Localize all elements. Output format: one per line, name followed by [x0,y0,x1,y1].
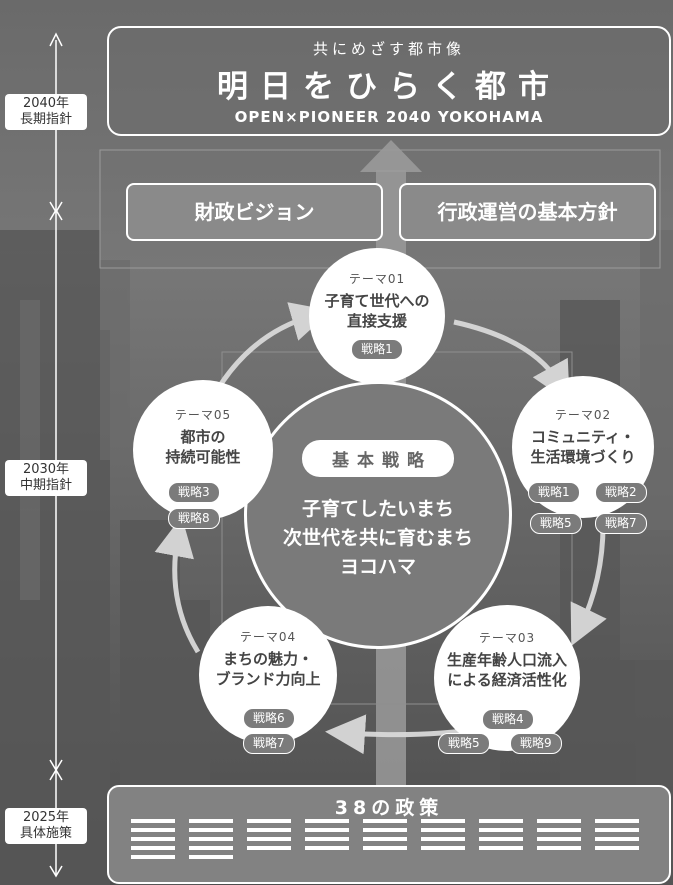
theme-05-strategy-3: 戦略3 [168,482,220,503]
timeline-label-2030: 2030年 中期指針 [5,460,87,496]
theme-03-strategy-5: 戦略5 [438,733,490,754]
administrative-policy-box: 行政運営の基本方針 [399,183,656,241]
city-vision-box: 共にめざす都市像 明日をひらく都市 OPEN×PIONEER 2040 YOKO… [107,26,671,136]
theme-01-title-2: 直接支援 [346,312,407,330]
theme-05-title-2: 持続可能性 [165,448,241,466]
theme-02-strategy-1: 戦略1 [528,482,580,503]
policies-title: 38の政策 [334,797,444,819]
theme-05-strategy-8: 戦略8 [168,508,220,529]
theme-02-strategy-7: 戦略7 [595,513,647,534]
theme-04-title-1: まちの魅力・ [222,650,313,668]
theme-05-title-1: 都市の [180,428,226,446]
theme-03-number: テーマ03 [478,631,536,645]
theme-03-title-1: 生産年齢人口流入 [446,651,567,669]
theme-01-title-1: 子育て世代への [324,292,430,310]
theme-01-number: テーマ01 [348,272,406,286]
core-line-2: 次世代を共に育むまち [282,527,473,549]
core-line-1: 子育てしたいまち [301,498,454,520]
vision-english: OPEN×PIONEER 2040 YOKOHAMA [234,108,544,126]
vision-title: 明日をひらく都市 [217,69,561,105]
theme-04-title-2: ブランド力向上 [215,670,321,688]
theme-04-strategy-7: 戦略7 [243,733,295,754]
theme-04-number: テーマ04 [239,630,297,644]
theme-04-strategy-6: 戦略6 [243,708,295,729]
policy-list-icons [131,819,639,859]
theme-03-strategy-9: 戦略9 [510,733,562,754]
timeline-label-2025: 2025年 具体施策 [5,808,87,844]
theme-01-circle: テーマ01 子育て世代への 直接支援 戦略1 [309,248,445,384]
theme-02-number: テーマ02 [554,408,612,422]
financial-vision-box: 財政ビジョン [126,183,383,241]
core-strategy-label: 基本戦略 [302,440,454,477]
theme-01-strategy-1: 戦略1 [351,339,403,360]
theme-02-title-2: 生活環境づくり [530,448,636,466]
theme-03-strategy-4: 戦略4 [482,709,534,730]
policies-box: 38の政策 [107,785,671,884]
timeline-label-2040: 2040年 長期指針 [5,94,87,130]
theme-02-title-1: コミュニティ・ [530,428,636,446]
core-line-3: ヨコハマ [339,556,416,578]
theme-03-circle: テーマ03 生産年齢人口流入 による経済活性化 [434,605,580,751]
vision-subtitle: 共にめざす都市像 [312,40,465,58]
theme-02-strategy-2: 戦略2 [595,482,647,503]
theme-03-title-2: による経済活性化 [447,671,567,689]
theme-05-number: テーマ05 [174,408,232,422]
theme-02-strategy-5: 戦略5 [530,513,582,534]
core-strategy-circle: 基本戦略 子育てしたいまち 次世代を共に育むまち ヨコハマ [244,381,512,649]
